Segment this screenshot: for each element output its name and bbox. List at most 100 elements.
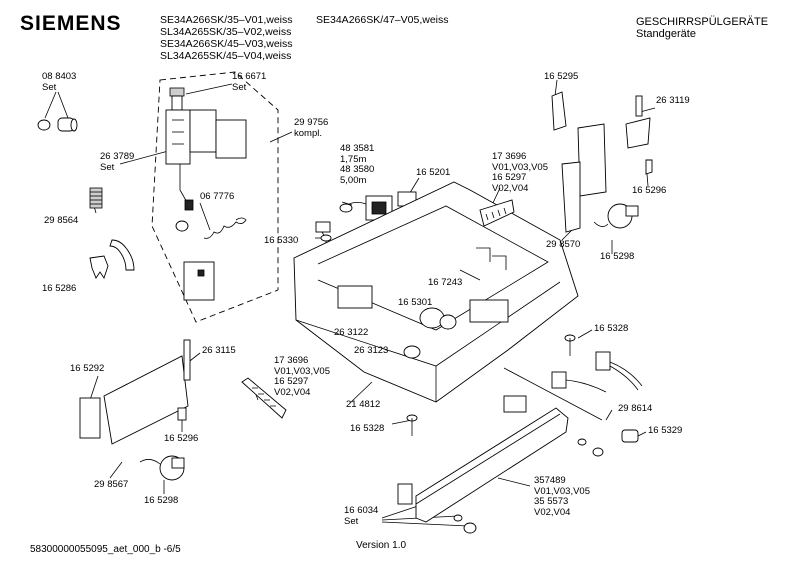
category-title: GESCHIRRSPÜLGERÄTE bbox=[636, 16, 769, 28]
part-note: Set bbox=[100, 161, 115, 173]
part-label: 16 5329 bbox=[648, 425, 683, 437]
part-label: 26 3119 bbox=[656, 95, 690, 107]
part-note: V01,V03,V05 bbox=[274, 365, 330, 377]
part-label: 16 5286 bbox=[42, 283, 77, 295]
part-label: 16 5298 bbox=[144, 495, 179, 507]
part-label: 21 4812 bbox=[346, 399, 381, 411]
part-number: 29 8614 bbox=[618, 403, 653, 414]
part-label: 26 3123 bbox=[354, 345, 389, 357]
part-label: 16 5328 bbox=[350, 423, 384, 435]
part-number: 16 5296 bbox=[632, 185, 667, 196]
part-note: Set bbox=[42, 81, 57, 93]
part-label: 357489 V01,V03,V05 35 5573 V02,V04 bbox=[534, 475, 590, 518]
part-note: kompl. bbox=[294, 127, 322, 139]
part-number: 16 5201 bbox=[416, 167, 451, 178]
float-rail-top bbox=[479, 199, 515, 227]
part-number: 16 5297 bbox=[492, 172, 527, 183]
part-number: 26 3119 bbox=[656, 95, 690, 106]
part-number: 16 5301 bbox=[398, 297, 433, 308]
part-number: 16 5329 bbox=[648, 425, 683, 436]
part-number: 29 8564 bbox=[44, 215, 79, 226]
part-label: 06 7776 bbox=[200, 191, 235, 203]
part-number: 29 8570 bbox=[546, 239, 581, 250]
part-label: 26 3122 bbox=[334, 327, 368, 339]
part-number: 16 5295 bbox=[544, 71, 579, 82]
part-number: 48 3581 bbox=[340, 143, 375, 154]
part-number: 16 6034 bbox=[344, 505, 379, 516]
coil-sensor bbox=[183, 217, 247, 301]
cable-harness bbox=[551, 351, 643, 393]
part-number: 16 5330 bbox=[264, 235, 299, 246]
side-bracket-right bbox=[551, 91, 653, 233]
part-label: 29 8570 bbox=[546, 239, 581, 251]
category-subtitle: Standgeräte bbox=[636, 28, 696, 40]
part-number: 26 3789 bbox=[100, 151, 135, 162]
part-label: 16 5292 bbox=[70, 363, 105, 375]
hose-spring bbox=[89, 187, 103, 209]
part-label: 29 8614 bbox=[618, 403, 653, 415]
part-note: Set bbox=[232, 81, 247, 93]
part-number: 17 3696 bbox=[492, 151, 527, 162]
part-note: Set bbox=[344, 515, 359, 527]
part-note: 5,00m bbox=[340, 174, 367, 186]
model-line: SL34A265SK/45–V04,weiss bbox=[160, 50, 292, 62]
part-label: 16 5201 bbox=[416, 167, 451, 179]
model-list: SE34A266SK/35–V01,weiss SL34A265SK/35–V0… bbox=[160, 14, 293, 62]
part-note: V01,V03,V05 bbox=[492, 161, 548, 173]
float-switch bbox=[593, 203, 639, 229]
inlet-valve bbox=[165, 87, 247, 232]
part-note: V02,V04 bbox=[534, 506, 571, 518]
part-number: 16 5296 bbox=[164, 433, 199, 444]
corrugated-hose bbox=[109, 239, 135, 271]
part-label: 16 7243 bbox=[428, 277, 463, 289]
part-label: 29 8564 bbox=[44, 215, 79, 227]
part-label: 26 3789 Set bbox=[100, 151, 135, 173]
part-label: 08 8403 Set bbox=[42, 71, 77, 93]
part-number: 16 5298 bbox=[600, 251, 635, 262]
part-label: 16 6034 Set bbox=[344, 505, 379, 527]
model-line: SE34A266SK/35–V01,weiss bbox=[160, 14, 293, 26]
part-number: 16 5292 bbox=[70, 363, 105, 374]
part-note: 1,75m bbox=[340, 153, 367, 165]
part-label: 16 5328 bbox=[594, 323, 629, 335]
category-block: GESCHIRRSPÜLGERÄTE Standgeräte bbox=[636, 16, 768, 40]
part-number: 48 3580 bbox=[340, 164, 375, 175]
part-label: 16 5295 bbox=[544, 71, 579, 83]
part-label: 29 9756 kompl. bbox=[294, 117, 329, 139]
part-note: V02,V04 bbox=[492, 182, 529, 194]
model-line: SL34A265SK/35–V02,weiss bbox=[160, 26, 292, 38]
part-number: 29 9756 bbox=[294, 117, 329, 128]
doc-number: 58300000055095_aet_000_b -6/5 bbox=[30, 544, 181, 555]
part-number: 16 7243 bbox=[428, 277, 463, 288]
part-label: 26 3115 bbox=[202, 345, 236, 357]
assembly-outline bbox=[151, 71, 279, 323]
clip-part bbox=[89, 255, 109, 280]
part-number: 16 5298 bbox=[144, 495, 179, 506]
screw-16-5328-a bbox=[564, 334, 576, 356]
part-number: 16 5328 bbox=[594, 323, 629, 334]
part-number: 26 3123 bbox=[354, 345, 389, 356]
front-panel bbox=[397, 395, 569, 534]
side-bracket-left bbox=[79, 339, 191, 481]
part-label: 16 5301 bbox=[398, 297, 433, 309]
part-number: 08 8403 bbox=[42, 71, 77, 82]
screw-16-5328-b bbox=[406, 414, 418, 436]
base-tub bbox=[293, 181, 579, 403]
part-number: 17 3696 bbox=[274, 355, 309, 366]
part-label: 48 3581 1,75m 48 3580 5,00m bbox=[340, 143, 375, 186]
float-switch-left bbox=[139, 455, 185, 481]
part-note: V01,V03,V05 bbox=[534, 485, 590, 497]
hose-clamp-set bbox=[37, 117, 78, 132]
part-label: 16 6671 Set bbox=[232, 71, 266, 93]
float-rail-left bbox=[241, 377, 287, 419]
brand-logo: SIEMENS bbox=[20, 12, 122, 35]
part-number: 21 4812 bbox=[346, 399, 381, 410]
part-number: 26 3115 bbox=[202, 345, 236, 356]
part-number: 06 7776 bbox=[200, 191, 235, 202]
part-label: 16 5296 bbox=[632, 185, 667, 197]
part-label: 16 5330 bbox=[264, 235, 299, 247]
rod-and-cap bbox=[503, 367, 639, 457]
part-number: 16 5286 bbox=[42, 283, 77, 294]
part-label: 17 3696 V01,V03,V05 16 5297 V02,V04 bbox=[492, 151, 548, 194]
